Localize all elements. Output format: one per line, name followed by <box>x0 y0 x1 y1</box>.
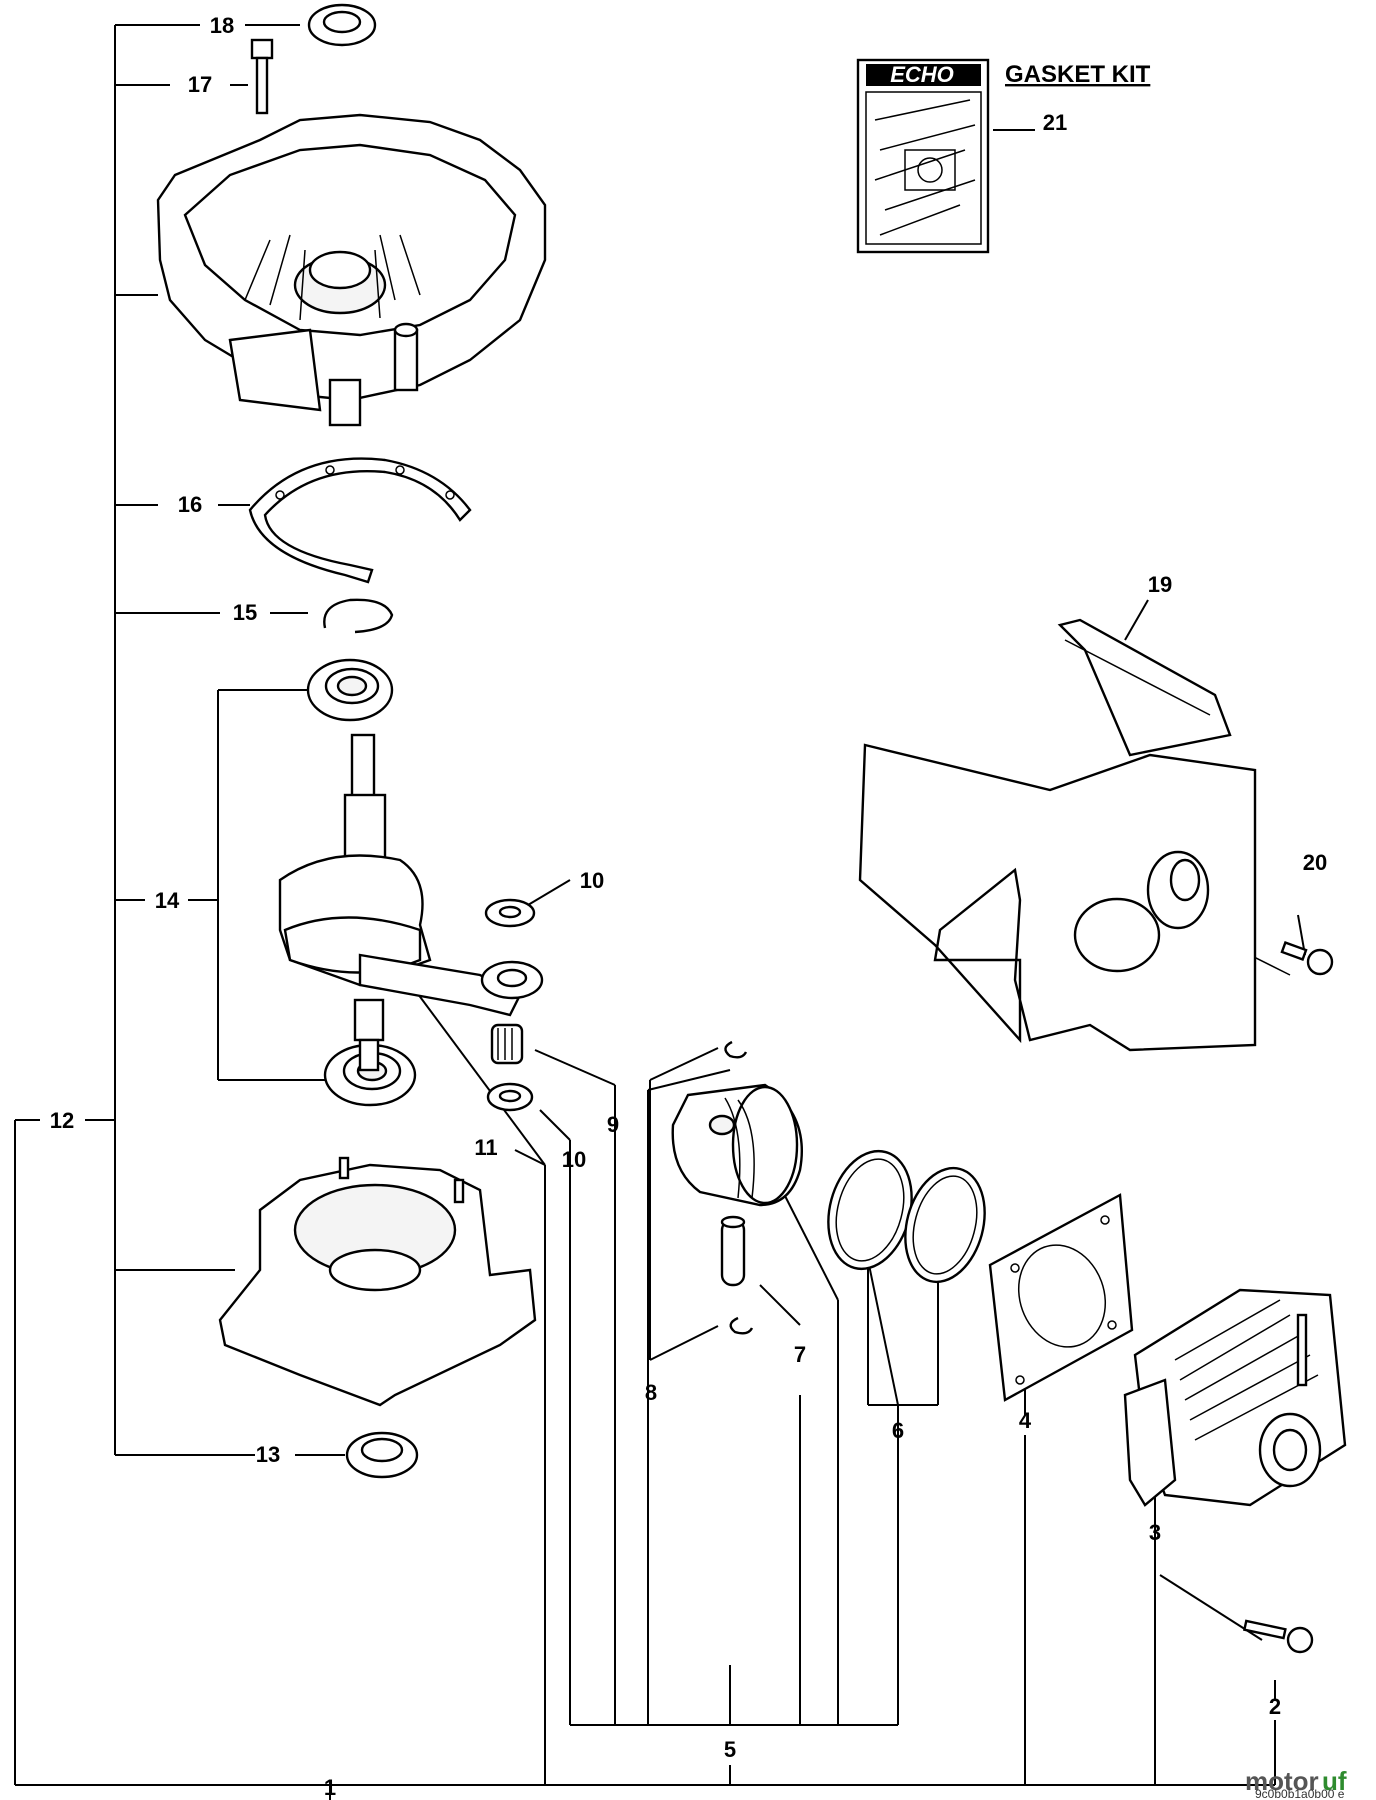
cylinder-cover <box>858 618 1257 1052</box>
piston-pin <box>720 1215 746 1287</box>
piston-clip-upper <box>724 1040 748 1059</box>
washer-lower <box>486 1082 534 1112</box>
callout-16: 16 <box>178 492 202 517</box>
watermark-code: 9c0b0b1a0b00 e <box>1255 1787 1345 1800</box>
callout-10-lower: 10 <box>562 1147 586 1172</box>
callout-7: 7 <box>794 1342 806 1367</box>
callout-19: 19 <box>1148 572 1172 597</box>
piston-clip-lower <box>729 1316 754 1335</box>
callout-6: 6 <box>892 1418 904 1443</box>
oil-seal-top <box>307 3 377 47</box>
upper-bearing <box>306 658 394 722</box>
callout-14: 14 <box>155 888 180 913</box>
gasket-kit-title: GASKET KIT <box>1005 61 1151 88</box>
watermark-logo-part1: motor <box>1245 1766 1319 1796</box>
gasket-kit-package: ECHO <box>856 58 990 254</box>
bolt-2 <box>1242 1619 1314 1654</box>
watermark-logo-part2: uf <box>1322 1766 1347 1796</box>
callout-9: 9 <box>607 1112 619 1137</box>
callout-20: 20 <box>1303 850 1327 875</box>
callout-2: 2 <box>1269 1694 1281 1719</box>
piston <box>671 1083 804 1207</box>
lower-bearing <box>323 1043 417 1107</box>
callout-21: 21 <box>1043 110 1067 135</box>
cylinder-gasket <box>988 1193 1134 1402</box>
watermark: motor uf 9c0b0b1a0b00 e <box>1245 1766 1347 1800</box>
callout-8: 8 <box>645 1380 657 1405</box>
piston-ring-1 <box>827 1149 913 1271</box>
callout-3: 3 <box>1149 1520 1161 1545</box>
piston-ring-2 <box>904 1166 986 1284</box>
callout-12: 12 <box>50 1108 74 1133</box>
bolt-17 <box>250 38 274 115</box>
needle-bearing <box>490 1023 524 1065</box>
washer-upper <box>484 898 536 928</box>
bolt-20 <box>1280 941 1334 976</box>
oil-seal-bottom <box>345 1431 419 1479</box>
callout-18: 18 <box>210 13 234 38</box>
circlip <box>323 598 394 634</box>
callout-labels: 18 17 16 15 14 12 13 19 20 21 10 9 10 11… <box>50 13 1327 1800</box>
callout-1: 1 <box>324 1775 336 1800</box>
callout-5: 5 <box>724 1737 736 1762</box>
kit-brand-label: ECHO <box>890 62 954 87</box>
callout-13: 13 <box>256 1442 280 1467</box>
cylinder <box>1123 1288 1347 1507</box>
callout-17: 17 <box>188 72 212 97</box>
crankcase-gasket <box>248 457 472 584</box>
fan-housing <box>156 113 547 427</box>
crankshaft <box>278 733 544 1072</box>
callout-15: 15 <box>233 600 257 625</box>
lower-crankcase <box>218 1156 537 1407</box>
leader-lines <box>14 24 1306 1800</box>
callout-10-upper: 10 <box>580 868 604 893</box>
callout-4: 4 <box>1019 1408 1032 1433</box>
callout-11: 11 <box>474 1135 497 1160</box>
